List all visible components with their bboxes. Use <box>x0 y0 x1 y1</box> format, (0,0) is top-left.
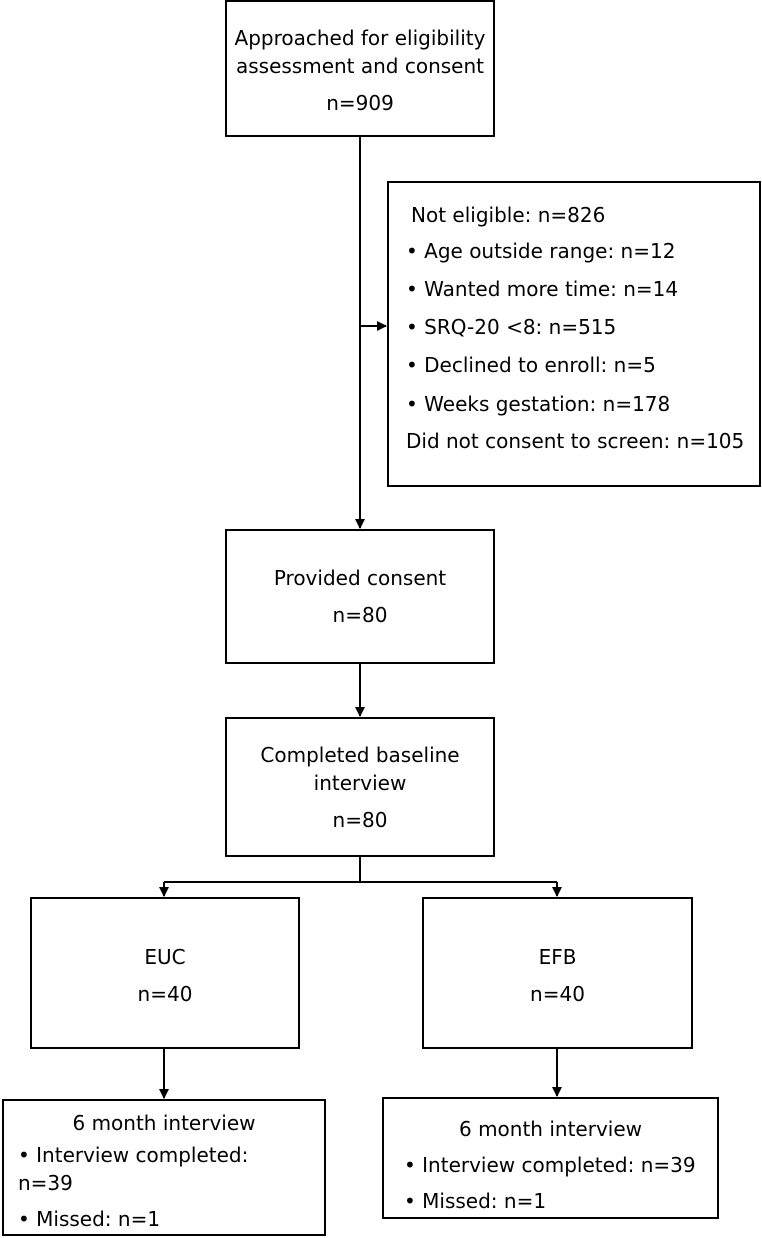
approached-count: n=909 <box>326 91 394 115</box>
efb-followup-item: • Interview completed: n=39 <box>404 1153 696 1177</box>
not-eligible-item: • Declined to enroll: n=5 <box>406 353 656 377</box>
not-eligible-item: • Weeks gestation: n=178 <box>406 392 671 416</box>
baseline-line1: Completed baseline <box>260 743 460 767</box>
not-consented-footer: Did not consent to screen: n=105 <box>406 429 745 453</box>
approached-line2: assessment and consent <box>235 54 485 78</box>
euc-followup-item: • Missed: n=1 <box>18 1207 161 1231</box>
efb-label: EFB <box>538 945 577 969</box>
approached-line1: Approached for eligibility <box>234 26 486 50</box>
baseline-line2: interview <box>313 771 407 795</box>
efb-count: n=40 <box>530 982 585 1006</box>
euc-box: EUC n=40 <box>30 897 300 1049</box>
consent-count: n=80 <box>332 603 388 627</box>
efb-followup-item: • Missed: n=1 <box>404 1189 547 1213</box>
euc-followup-item-continued: n=39 <box>18 1171 73 1195</box>
not-eligible-item: • Age outside range: n=12 <box>406 239 676 263</box>
not-eligible-title: Not eligible: n=826 <box>411 203 606 227</box>
euc-followup-title: 6 month interview <box>72 1111 256 1135</box>
baseline-box: Completed baseline interview n=80 <box>225 717 495 857</box>
efb-box: EFB n=40 <box>422 897 693 1049</box>
approached-box: Approached for eligibility assessment an… <box>225 0 495 137</box>
euc-label: EUC <box>144 945 186 969</box>
euc-count: n=40 <box>137 982 193 1006</box>
efb-followup-box: 6 month interview • Interview completed:… <box>382 1097 719 1219</box>
euc-followup-box: 6 month interview • Interview completed:… <box>2 1099 326 1236</box>
euc-followup-item: • Interview completed: <box>18 1143 249 1167</box>
consent-label: Provided consent <box>273 566 447 590</box>
baseline-count: n=80 <box>332 808 388 832</box>
consent-box: Provided consent n=80 <box>225 529 495 664</box>
efb-followup-title: 6 month interview <box>458 1117 642 1141</box>
not-eligible-item: • SRQ-20 <8: n=515 <box>406 315 617 339</box>
not-eligible-item: • Wanted more time: n=14 <box>406 277 679 301</box>
not-eligible-box: Not eligible: n=826 • Age outside range:… <box>387 181 761 487</box>
